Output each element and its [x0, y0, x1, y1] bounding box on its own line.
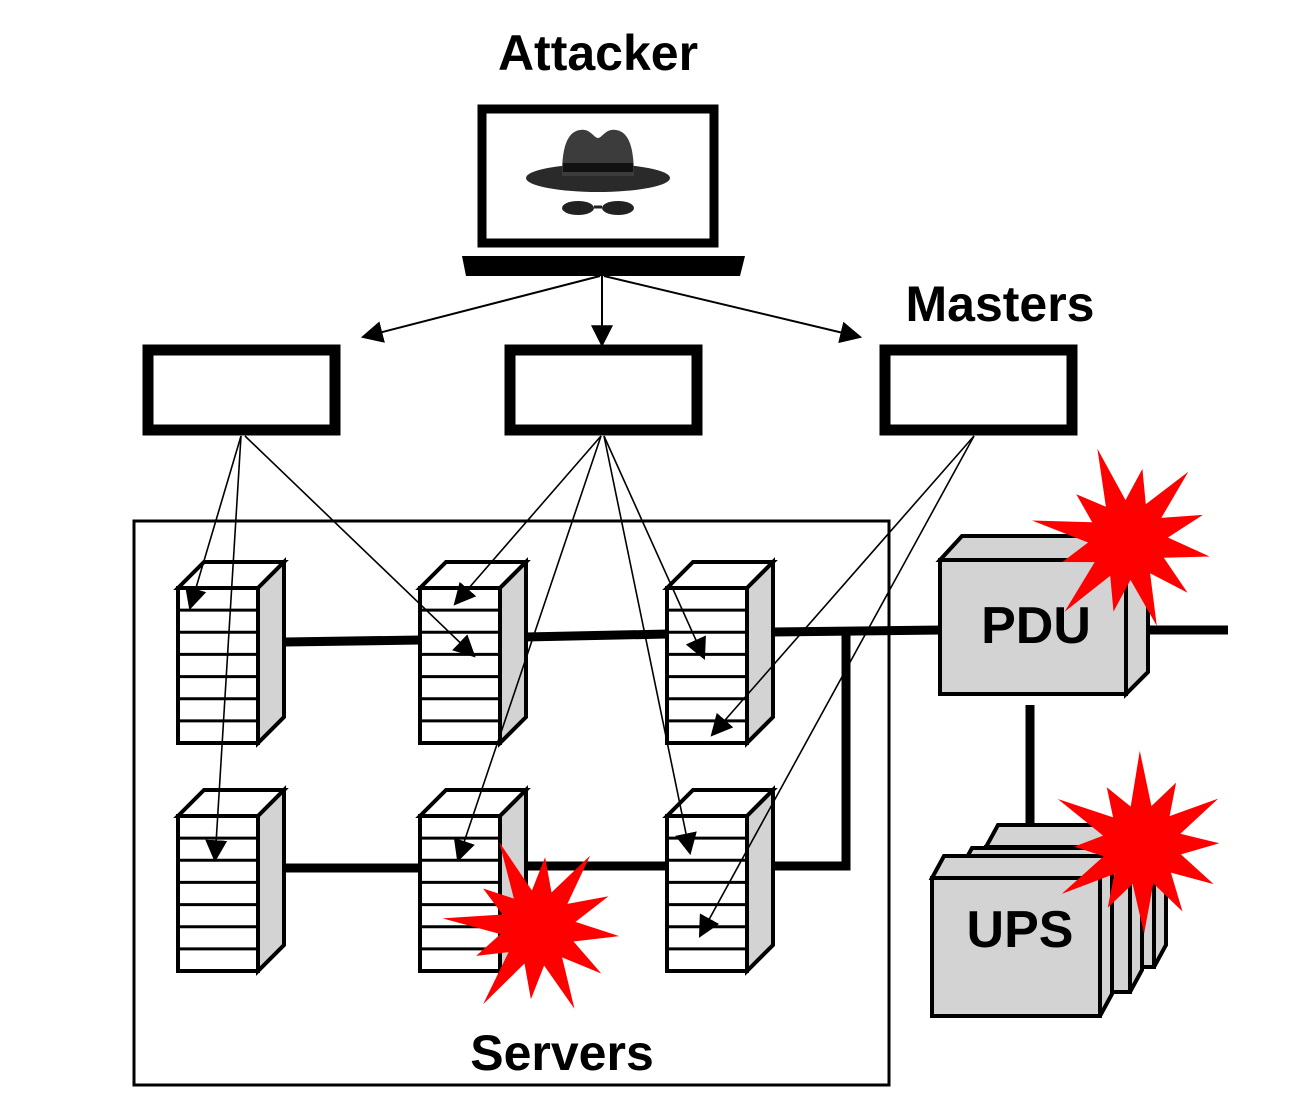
- server-tower-icon: [662, 557, 778, 748]
- master-nodes: [142, 344, 1078, 436]
- attacker-label: Attacker: [498, 25, 698, 81]
- ups-label: UPS: [967, 901, 1074, 959]
- server-tower-icon: [173, 785, 289, 976]
- pdu-device: PDU: [935, 530, 1153, 699]
- spy-hat-glasses-icon: [526, 129, 670, 215]
- server-tower-icon: [415, 557, 531, 748]
- server-tower-icon: [173, 557, 289, 748]
- servers-frame: [132, 519, 891, 1087]
- explosion-burst-icon: [1032, 448, 1210, 626]
- servers-label: Servers: [470, 1025, 654, 1081]
- explosion-burst-icon: [442, 842, 620, 1009]
- masters-label: Masters: [906, 276, 1095, 332]
- attacker-laptop: [462, 104, 745, 276]
- master-to-server-arrows: [185, 435, 975, 938]
- master-node: [879, 344, 1078, 436]
- explosion-burst-icon: [1057, 750, 1220, 934]
- master-node: [504, 344, 703, 436]
- master-node: [142, 344, 341, 436]
- attacker-to-master-arrows: [360, 275, 863, 348]
- explosion-group: [442, 448, 1220, 1009]
- pdu-label: PDU: [981, 597, 1091, 655]
- server-tower-icon: [662, 785, 778, 976]
- server-towers: [173, 557, 778, 976]
- ups-unit-front: UPS: [928, 854, 1116, 1018]
